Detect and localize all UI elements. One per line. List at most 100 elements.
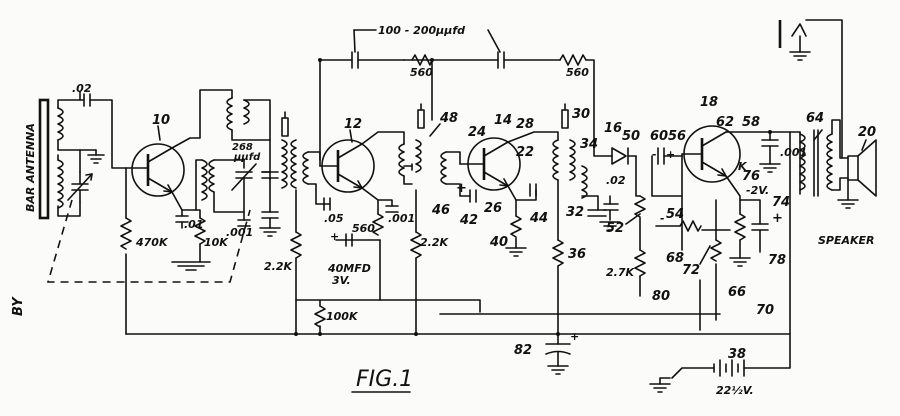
capacitor-02-input — [79, 93, 127, 169]
resistor-470k — [120, 217, 132, 250]
ref-10: 10 — [152, 113, 170, 128]
resistor-22k-2 — [410, 231, 422, 259]
ref-20: 20 — [858, 125, 876, 140]
ground-symbol — [649, 383, 671, 393]
resistor-36 — [552, 239, 564, 267]
resistor-10k — [194, 217, 206, 245]
ground-symbol — [87, 149, 105, 164]
plus-46: + — [456, 181, 467, 196]
res-560-label-a: 560 — [410, 66, 433, 79]
plus-56: + — [666, 148, 675, 161]
ref-48: 48 — [439, 111, 458, 126]
ref-60: 60 — [650, 129, 668, 144]
ref-66: 66 — [728, 285, 746, 300]
ref-46: 46 — [431, 203, 450, 218]
ref-80: 80 — [652, 289, 670, 304]
plus-82: + — [570, 330, 579, 343]
speaker-label: SPEAKER — [818, 234, 875, 247]
ref-78: 78 — [768, 253, 786, 268]
ground-symbol — [837, 199, 859, 209]
resistor-68 — [679, 220, 702, 232]
resistor-100k — [314, 305, 326, 328]
diode-50 — [611, 147, 627, 165]
tuning-capacitor-1 — [67, 171, 93, 203]
ground-symbol — [171, 261, 211, 271]
resistor-560-top-right — [559, 54, 587, 66]
ref-34: 34 — [580, 137, 598, 152]
resistor-22k-1 — [290, 231, 302, 259]
speaker-20 — [847, 139, 877, 197]
transistor-18 — [681, 125, 741, 183]
ref-52: 52 — [606, 221, 624, 236]
resistor-40 — [510, 215, 522, 238]
plus-78: + — [772, 211, 783, 226]
res-27k-label: 2.7K — [606, 266, 635, 279]
plus-40mfd: + — [330, 230, 339, 243]
ref-18: 18 — [700, 95, 718, 110]
ground-symbol — [505, 247, 527, 257]
transistor-10 — [125, 143, 185, 197]
res-470k-label: 470K — [135, 236, 169, 249]
cap-001-label-a: .001 — [226, 226, 253, 239]
battery-voltage-label: 22½V. — [716, 384, 754, 397]
ground-symbol — [789, 51, 811, 61]
ground-symbol — [729, 257, 751, 267]
cap-feedback-label: 100 - 200μμfd — [378, 24, 465, 37]
gang-linkage-dashed — [46, 199, 251, 283]
cap-02-label-b: .02 — [606, 174, 626, 187]
ref-70: 70 — [756, 303, 774, 318]
ref-58: 58 — [742, 115, 760, 130]
by-label: BY — [11, 296, 26, 316]
cap-02-label-a: .02 — [72, 82, 92, 95]
cap-268-label: 268 — [232, 142, 253, 153]
ref-54: 54 — [666, 207, 684, 222]
ref-82: 82 — [514, 343, 532, 358]
cap-40mfd-label: 40MFD — [327, 262, 371, 275]
res-560-label-c: 560 — [352, 222, 375, 235]
ref-40: 40 — [489, 235, 508, 250]
minus-60: - — [652, 148, 657, 161]
potentiometer-66 — [710, 239, 722, 262]
res-560-label-b: 560 — [566, 66, 589, 79]
res-100k-label: 100K — [326, 310, 359, 323]
resistor-74 — [734, 213, 746, 241]
cap-001-label-b: .001 — [388, 212, 415, 225]
ground-symbol — [259, 227, 281, 237]
ref-64: 64 — [806, 111, 824, 126]
ref-74: 74 — [772, 195, 790, 210]
ref-14: 14 — [494, 113, 512, 128]
ref-42: 42 — [459, 213, 478, 228]
k-label: K — [738, 160, 748, 173]
res-10k-label: 10K — [204, 236, 229, 249]
potentiometer-52 — [634, 195, 646, 218]
ref-62: 62 — [716, 115, 734, 130]
ref-76: 76 — [742, 169, 760, 184]
ground-symbol — [759, 163, 781, 173]
ref-44: 44 — [529, 211, 548, 226]
ref-24: 24 — [468, 125, 486, 140]
cap-40mfd-v: 3V. — [332, 274, 351, 287]
ref-16: 16 — [604, 121, 622, 136]
minus-54: - — [660, 212, 665, 225]
bar-antenna-label: BAR ANTENNA — [24, 123, 37, 212]
cap-05-label: .05 — [324, 212, 344, 225]
ref-68: 68 — [666, 251, 684, 266]
cap-268-unit: μμfd — [233, 152, 261, 163]
minus-2v-label: -2V. — [746, 184, 769, 197]
ref-30: 30 — [572, 107, 590, 122]
ref-12: 12 — [344, 117, 362, 132]
ref-28: 28 — [516, 117, 534, 132]
ground-symbol — [599, 221, 621, 231]
figure-label: FIG.1 — [356, 367, 413, 392]
ground-symbol — [547, 365, 569, 375]
res-22k-label-a: 2.2K — [264, 260, 293, 273]
bar-antenna — [38, 98, 64, 220]
ref-38: 38 — [728, 347, 746, 362]
transistor-14 — [459, 137, 521, 191]
resistor-560-emitter — [372, 213, 384, 236]
ref-32: 32 — [566, 205, 584, 220]
ref-22: 22 — [516, 145, 534, 160]
res-22k-label-b: 2.2K — [420, 236, 449, 249]
